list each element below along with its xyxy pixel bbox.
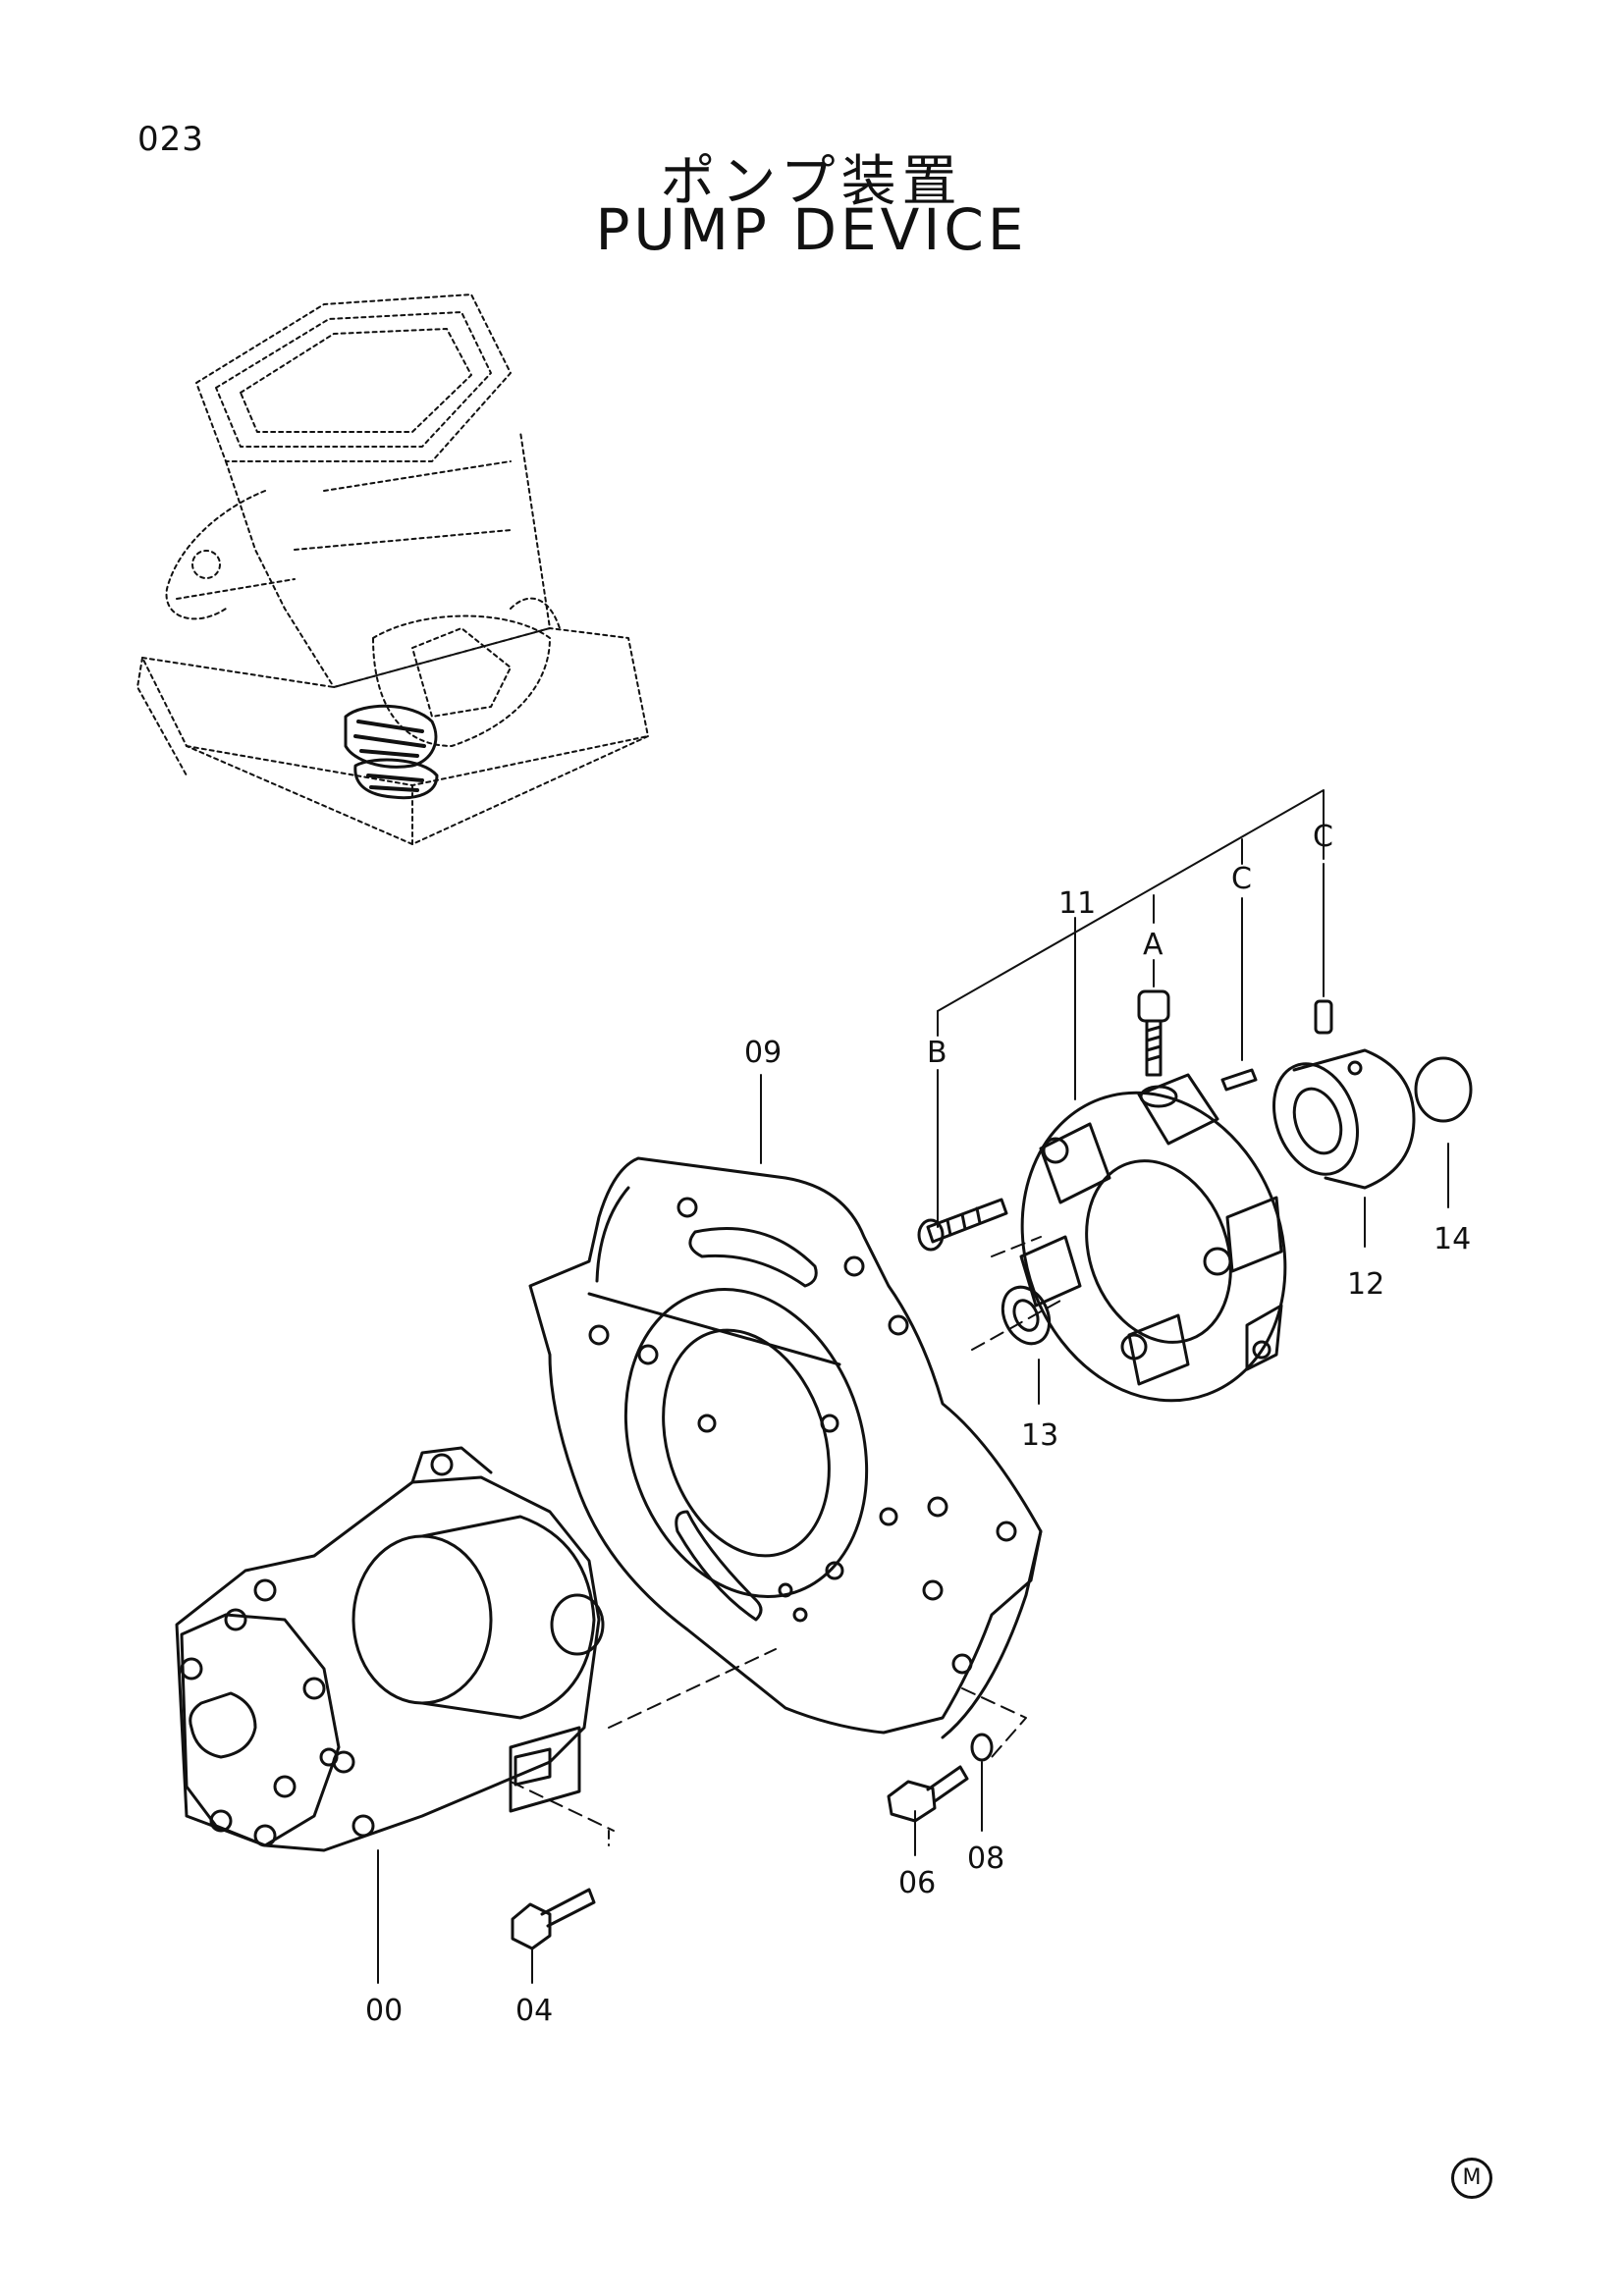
spring-washer-08 bbox=[970, 1733, 994, 1762]
socket-bolt-a bbox=[1137, 989, 1170, 1077]
socket-bolt-b bbox=[917, 1198, 1008, 1252]
hex-bolt-06 bbox=[887, 1765, 969, 1823]
reference-leader-lines bbox=[377, 789, 1449, 1984]
label-12: 12 bbox=[1347, 1267, 1384, 1302]
label-14: 14 bbox=[1434, 1222, 1471, 1256]
pump-location-highlight bbox=[344, 704, 439, 800]
ref-label-a: A bbox=[1143, 928, 1163, 962]
m-mark-symbol: M bbox=[1451, 2158, 1492, 2199]
flywheel-housing-09 bbox=[528, 1156, 1043, 1739]
flange-bolt-04 bbox=[511, 1888, 596, 1950]
label-13: 13 bbox=[1021, 1418, 1058, 1453]
label-09: 09 bbox=[744, 1036, 782, 1070]
label-11: 11 bbox=[1058, 886, 1096, 921]
hydraulic-pump-00 bbox=[175, 1446, 605, 1852]
label-00: 00 bbox=[365, 1994, 403, 2028]
ref-label-c2: C bbox=[1313, 820, 1333, 854]
ref-label-b: B bbox=[927, 1036, 947, 1070]
callout-labels: 00 04 06 08 09 11 12 13 14 A B C C bbox=[365, 820, 1471, 2028]
spring-pins-c bbox=[1220, 999, 1333, 1092]
label-08: 08 bbox=[967, 1842, 1004, 1876]
title-english: PUMP DEVICE bbox=[595, 196, 1028, 263]
page-number: 023 bbox=[137, 120, 204, 159]
label-04: 04 bbox=[515, 1994, 553, 2028]
ref-label-c1: C bbox=[1231, 862, 1252, 896]
spline-hub-12 bbox=[1271, 1048, 1416, 1190]
label-06: 06 bbox=[898, 1866, 936, 1900]
cap-14 bbox=[1414, 1056, 1473, 1123]
title-japanese: ポンプ装置 bbox=[660, 150, 963, 214]
oil-seal-13 bbox=[1001, 1285, 1052, 1346]
machine-overview-illustration bbox=[136, 294, 649, 845]
